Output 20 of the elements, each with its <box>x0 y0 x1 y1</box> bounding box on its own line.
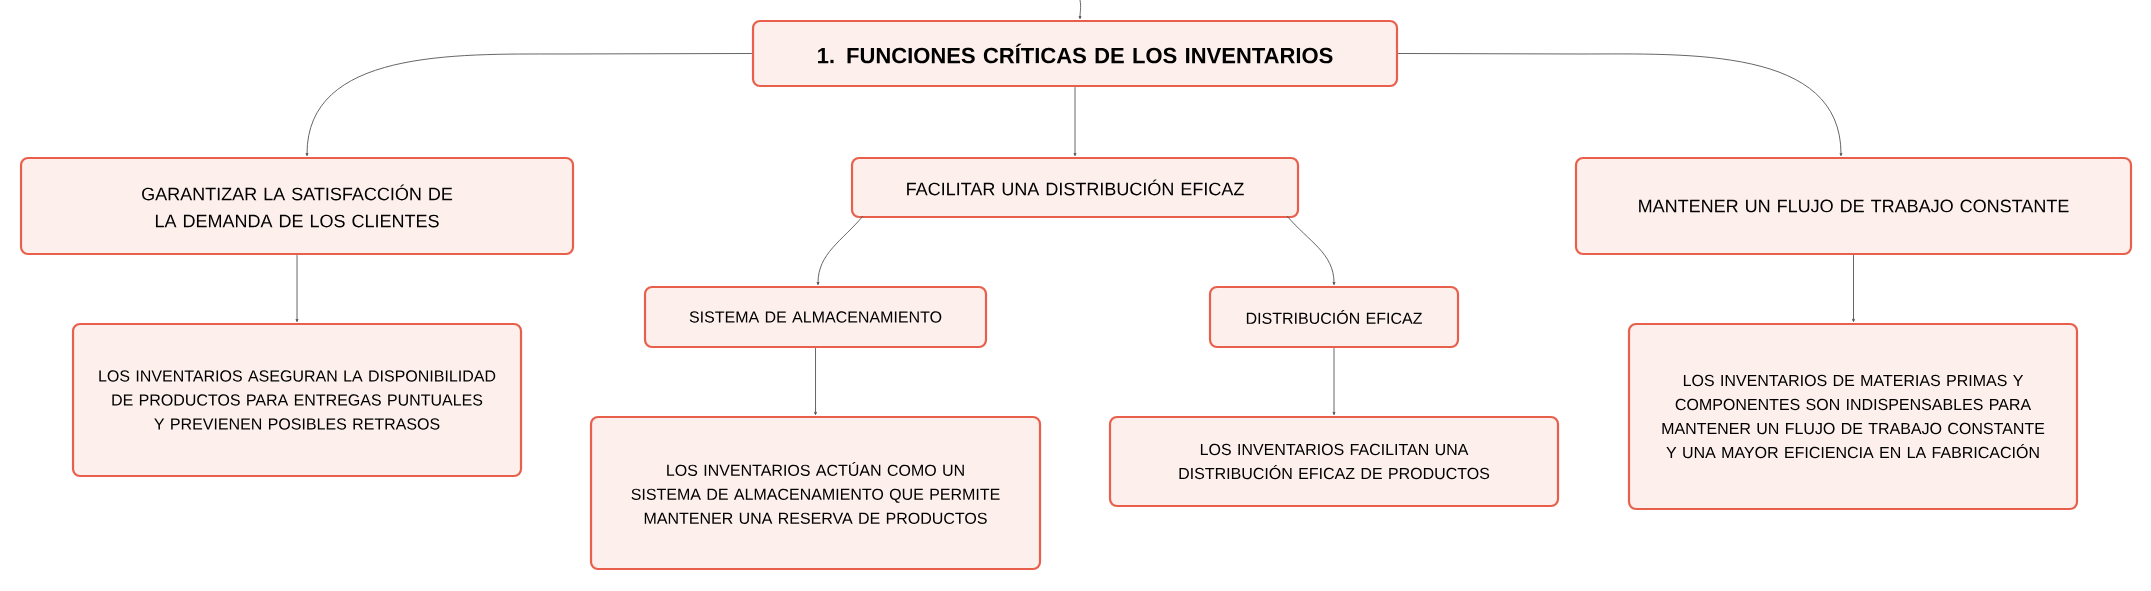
description-box: LOS INVENTARIOS DE MATERIAS PRIMAS Y COMPONENTES SON INDISPENSABLES PARA MANTENER UN FLUJO DE TRABAJO CONSTANTE Y UNA MAYOR EFICIENCIA EN LA FABRICACIÓN <box>1627 322 2079 511</box>
connector-arrow <box>1286 215 1336 286</box>
connector-arrow <box>295 254 299 323</box>
root-box: 1. FUNCIONES CRÍTICAS DE LOS INVENTARIOS <box>751 19 1399 88</box>
topic-box: GARANTIZAR LA SATISFACCIÓN DE LA DEMANDA DE LOS CLIENTES <box>19 156 575 256</box>
connector-arrow <box>1397 53 1843 157</box>
subtopic-box: SISTEMA DE ALMACENAMIENTO <box>643 285 988 349</box>
connector-arrow <box>1332 347 1336 416</box>
subtopic-box: DISTRIBUCIÓN EFICAZ <box>1208 285 1460 349</box>
connector-arrow <box>814 347 817 416</box>
connector-arrow <box>1852 254 1855 323</box>
topic-box: MANTENER UN FLUJO DE TRABAJO CONSTANTE <box>1574 156 2133 256</box>
connector-arrow <box>816 215 864 286</box>
connector-arrow <box>1073 86 1077 157</box>
description-box: LOS INVENTARIOS FACILITAN UNA DISTRIBUCIÓN EFICAZ DE PRODUCTOS <box>1108 415 1560 508</box>
topic-box: FACILITAR UNA DISTRIBUCIÓN EFICAZ <box>850 156 1300 219</box>
description-box: LOS INVENTARIOS ACTÚAN COMO UN SISTEMA DE ALMACENAMIENTO QUE PERMITE MANTENER UNA RESERVA DE PRODUCTOS <box>589 415 1042 571</box>
description-box: LOS INVENTARIOS ASEGURAN LA DISPONIBILIDAD DE PRODUCTOS PARA ENTREGAS PUNTUALES Y PREVIENEN POSIBLES RETRASOS <box>71 322 523 478</box>
connector-arrow <box>1078 0 1082 20</box>
connector-arrow <box>305 53 753 157</box>
